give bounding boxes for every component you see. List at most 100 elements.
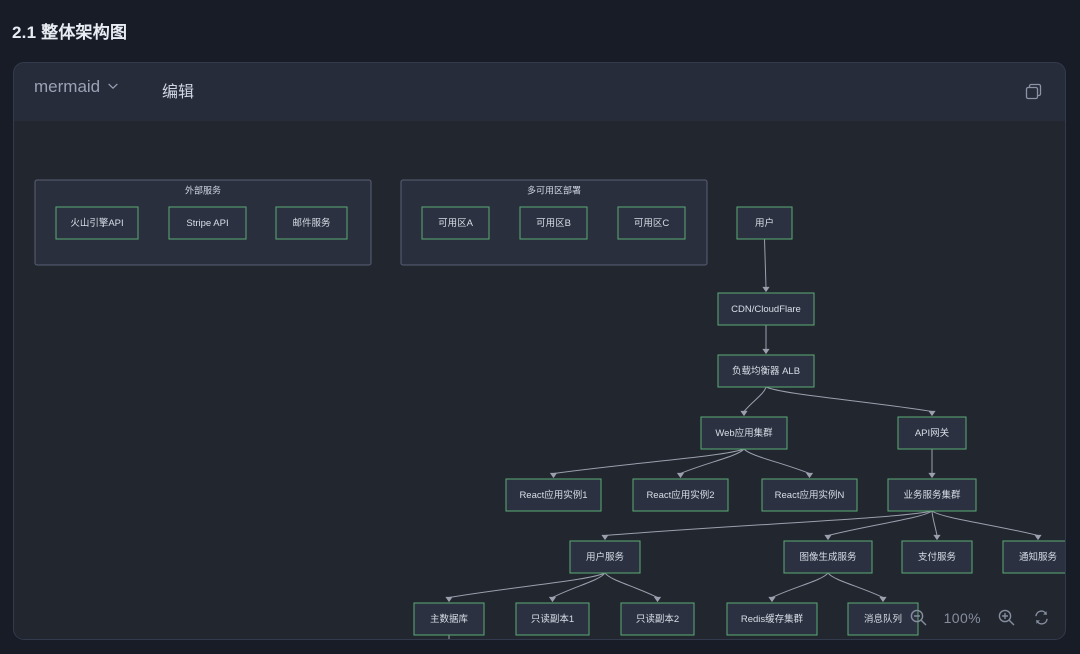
node-box [897, 416, 967, 450]
node-label: Redis缓存集群 [741, 613, 804, 625]
node-label: 业务服务集群 [903, 489, 961, 501]
language-label: mermaid [34, 77, 101, 96]
diagram-edge [931, 510, 938, 536]
node-box [717, 354, 815, 388]
node-label: 主数据库 [430, 613, 469, 625]
edge-arrowhead [676, 472, 685, 479]
edge-arrowhead [879, 596, 887, 603]
node-box [761, 478, 858, 512]
node-box [55, 206, 139, 240]
node-box [569, 540, 641, 574]
diagram-node[interactable]: 图像生成服务 [783, 540, 873, 574]
diagram-node[interactable]: 用户服务 [569, 540, 641, 574]
diagram-node[interactable]: 消息队列 [847, 602, 919, 636]
cluster-label: 外部服务 [185, 184, 221, 195]
node-box [726, 602, 818, 636]
node-box [620, 602, 695, 636]
node-label: 邮件服务 [292, 217, 331, 229]
diagram-edge [604, 510, 933, 536]
language-selector[interactable]: mermaid [34, 77, 119, 97]
diagram-edge [765, 386, 933, 412]
diagram-node[interactable]: 用户 [736, 206, 793, 240]
zoom-in-icon[interactable] [997, 608, 1016, 627]
diagram-node[interactable]: 业务服务集群 [887, 478, 977, 512]
node-label: 用户 [755, 217, 774, 229]
diagram-node[interactable]: 只读副本2 [620, 602, 695, 636]
diagram-node[interactable]: 支付服务 [901, 540, 973, 574]
diagram-node[interactable]: React应用实例2 [632, 478, 729, 512]
node-label: 火山引擎API [70, 217, 123, 229]
node-label: 用户服务 [586, 551, 625, 563]
edit-button[interactable]: 编辑 [162, 84, 195, 101]
edge-arrowhead [762, 286, 770, 293]
edge-arrowhead [548, 596, 557, 603]
node-label: 可用区A [438, 218, 474, 229]
node-box [1002, 540, 1065, 574]
diagram-node[interactable]: 主数据库 [413, 602, 485, 636]
node-box [519, 206, 588, 240]
node-label: 只读副本2 [636, 613, 679, 625]
node-box [783, 540, 873, 574]
diagram-node[interactable]: 可用区A [421, 206, 490, 240]
edge-arrowhead [601, 534, 609, 541]
node-box [632, 478, 729, 512]
diagram-edge [743, 386, 767, 412]
node-box [717, 292, 815, 326]
node-label: 通知服务 [1019, 551, 1058, 563]
diagram-node[interactable]: React应用实例1 [505, 478, 602, 512]
node-label: React应用实例1 [519, 489, 587, 501]
diagram-node[interactable]: API网关 [897, 416, 967, 450]
node-box [275, 206, 348, 240]
diagram-node[interactable]: CDN/CloudFlare [717, 292, 815, 326]
diagram-node[interactable]: 通知服务 [1002, 540, 1066, 574]
zoom-out-icon[interactable] [909, 608, 928, 627]
diagram-node[interactable]: React应用实例N [761, 478, 858, 512]
diagram-edge [771, 572, 829, 598]
node-label: API网关 [915, 427, 950, 439]
chevron-down-icon [107, 80, 119, 92]
node-label: Stripe API [186, 218, 228, 229]
page-title: 2.1 整体架构图 [12, 23, 128, 42]
diagram-node[interactable]: 可用区C [617, 206, 686, 240]
edge-arrowhead [928, 472, 936, 479]
diagram-node[interactable]: 火山引擎API [55, 206, 139, 240]
diagram-edge [827, 510, 933, 536]
node-box [847, 602, 919, 636]
diagram-edge [448, 572, 606, 598]
edge-arrowhead [805, 472, 814, 479]
node-label: React应用实例2 [646, 489, 714, 501]
diagram-node[interactable]: Stripe API [168, 206, 247, 240]
edge-arrowhead [933, 534, 941, 541]
node-box [700, 416, 788, 450]
node-label: 消息队列 [864, 613, 902, 625]
node-label: 负载均衡器 ALB [732, 365, 800, 377]
diagram-edge [827, 572, 884, 598]
edge-arrowhead [445, 596, 453, 603]
diagram-node[interactable]: 只读副本1 [515, 602, 590, 636]
diagram-edge [764, 238, 767, 288]
diagram-node[interactable]: Redis缓存集群 [726, 602, 818, 636]
node-box [887, 478, 977, 512]
reset-icon[interactable] [1032, 608, 1051, 627]
zoom-level-label: 100% [943, 609, 981, 626]
node-box [901, 540, 973, 574]
diagram-node[interactable]: Web应用集群 [700, 416, 788, 450]
diagram-edge [743, 448, 810, 474]
edge-arrowhead [549, 472, 558, 479]
node-label: CDN/CloudFlare [731, 304, 801, 315]
copy-icon[interactable] [1021, 79, 1047, 105]
diagram-edge [604, 572, 658, 598]
node-box [505, 478, 602, 512]
edge-arrowhead [928, 410, 936, 417]
diagram-node[interactable]: 负载均衡器 ALB [717, 354, 815, 388]
diagram-node[interactable]: 邮件服务 [275, 206, 348, 240]
diagram-edge [931, 510, 1039, 536]
node-box [617, 206, 686, 240]
edge-arrowhead [762, 348, 770, 355]
node-label: 只读副本1 [531, 613, 574, 625]
diagram-edge [680, 448, 745, 474]
node-label: 可用区C [634, 218, 670, 229]
diagram-node[interactable]: 可用区B [519, 206, 588, 240]
